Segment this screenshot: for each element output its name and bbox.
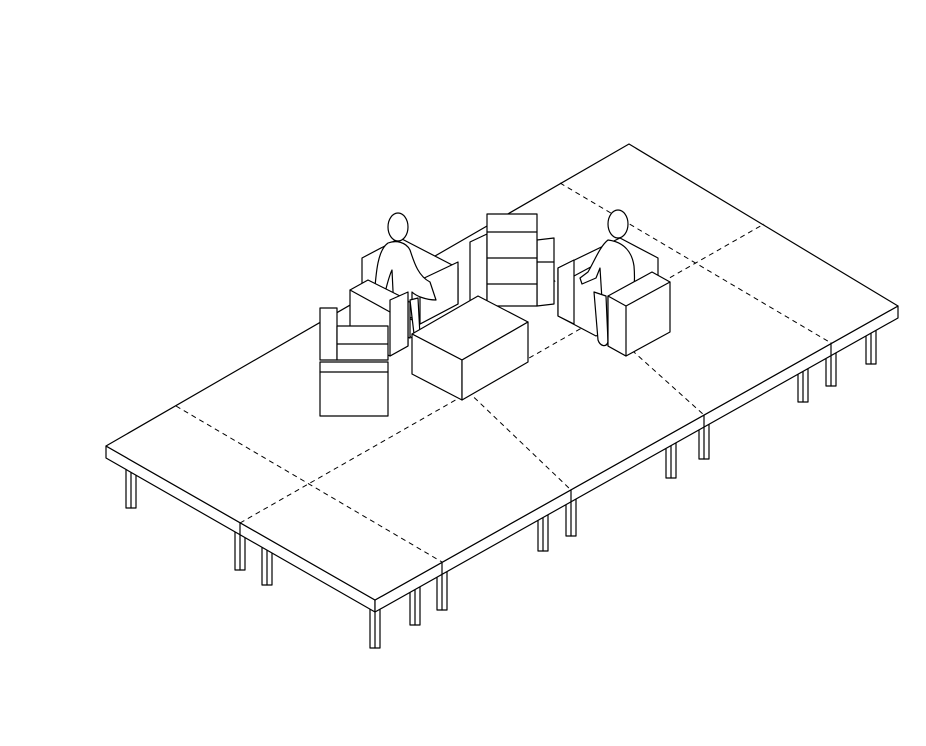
armchair-front-left xyxy=(319,307,389,417)
armchair-right-with-person xyxy=(557,209,671,357)
armchair-back xyxy=(469,213,555,309)
coffee-table xyxy=(411,295,529,401)
seated-person-right xyxy=(579,209,636,347)
